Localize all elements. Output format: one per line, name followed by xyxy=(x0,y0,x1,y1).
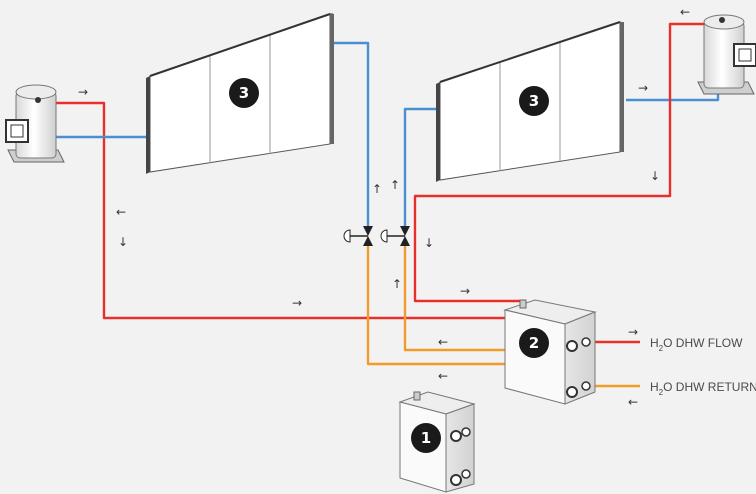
arrow-left-icon: ← xyxy=(116,205,126,219)
badge-collector-right: 3 xyxy=(519,86,549,116)
arrow-up-icon: ↑ xyxy=(372,182,382,196)
svg-text:2: 2 xyxy=(529,334,539,352)
compressor-left xyxy=(5,84,65,163)
badge-collector-left: 3 xyxy=(229,78,259,108)
arrow-right-icon: → xyxy=(638,81,648,95)
pipe-return-valve-right xyxy=(403,246,505,352)
heat-exchanger-unit-main xyxy=(503,299,597,405)
three-way-valve-left xyxy=(343,226,373,246)
arrow-right-icon: → xyxy=(460,284,470,298)
pipe-cold-collector-left xyxy=(333,41,370,226)
pipes xyxy=(44,22,720,388)
arrow-down-icon: ↓ xyxy=(650,169,660,183)
pipe-hot-right xyxy=(413,22,705,303)
arrow-left-icon: ← xyxy=(438,369,448,383)
pipe-cold-collector-right xyxy=(403,107,440,226)
arrow-left-icon: ← xyxy=(680,5,690,19)
arrow-up-icon: ↑ xyxy=(392,277,402,291)
three-way-valve-right xyxy=(380,226,410,246)
compressor-right xyxy=(697,14,756,95)
svg-text:3: 3 xyxy=(529,92,539,110)
svg-text:3: 3 xyxy=(239,84,249,102)
badge-unit-spare: 1 xyxy=(411,423,441,453)
arrow-down-icon: ↓ xyxy=(424,236,434,250)
pipe-return-valve-left xyxy=(366,246,505,366)
pipe-hot-left xyxy=(44,101,505,320)
badge-unit-main: 2 xyxy=(519,328,549,358)
arrow-right-icon: → xyxy=(292,296,302,310)
dhw-flow-label: H2O DHW FLOW xyxy=(650,336,743,353)
arrow-left-icon: ← xyxy=(438,335,448,349)
arrow-right-icon: → xyxy=(628,325,638,339)
arrow-down-icon: ↓ xyxy=(118,235,128,249)
flow-arrows: → ← ↓ → ↑ ↑ ↓ ↑ → ← ← → ← ↓ → ← xyxy=(78,5,690,409)
arrow-up-icon: ↑ xyxy=(390,178,400,192)
dhw-return-label: H2O DHW RETURN xyxy=(650,380,756,397)
arrow-right-icon: → xyxy=(78,85,88,99)
arrow-left-icon: ← xyxy=(628,395,638,409)
svg-text:1: 1 xyxy=(421,429,431,447)
